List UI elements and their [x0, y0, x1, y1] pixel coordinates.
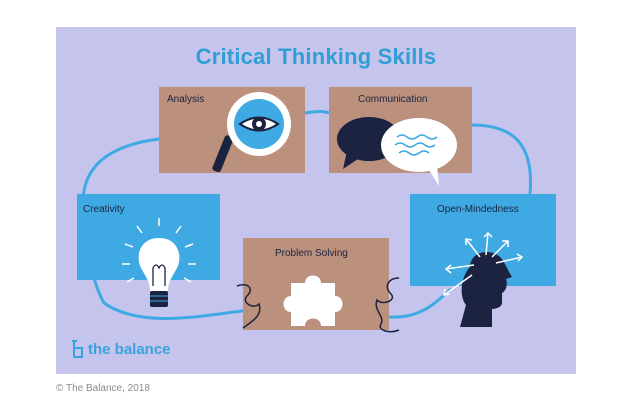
speech-bubbles-icon	[337, 117, 457, 186]
communication-label: Communication	[358, 94, 428, 105]
open-mindedness-card: Open-Mindedness	[410, 194, 556, 327]
creativity-card: Creativity	[77, 194, 220, 307]
analysis-card: Analysis	[159, 87, 305, 173]
brand-name: the balance	[88, 340, 171, 358]
puzzle-icon	[236, 275, 400, 333]
head-arrows-icon	[443, 231, 524, 327]
problem-solving-card: Problem Solving	[236, 238, 400, 333]
open-mindedness-label: Open-Mindedness	[437, 204, 519, 215]
page-title: Critical Thinking Skills	[195, 44, 437, 69]
problem-solving-label: Problem Solving	[275, 248, 348, 259]
creativity-label: Creativity	[83, 204, 125, 215]
copyright-text: © The Balance, 2018	[56, 383, 150, 394]
infographic-panel: Critical Thinking Skills Analysis Commun…	[56, 27, 576, 374]
magnifier-eye-icon	[212, 92, 291, 173]
communication-card: Communication	[329, 87, 472, 186]
balance-logo-icon	[72, 340, 83, 358]
analysis-label: Analysis	[167, 94, 205, 105]
lightbulb-icon	[122, 218, 196, 307]
brand-logo: the balance	[71, 340, 171, 358]
